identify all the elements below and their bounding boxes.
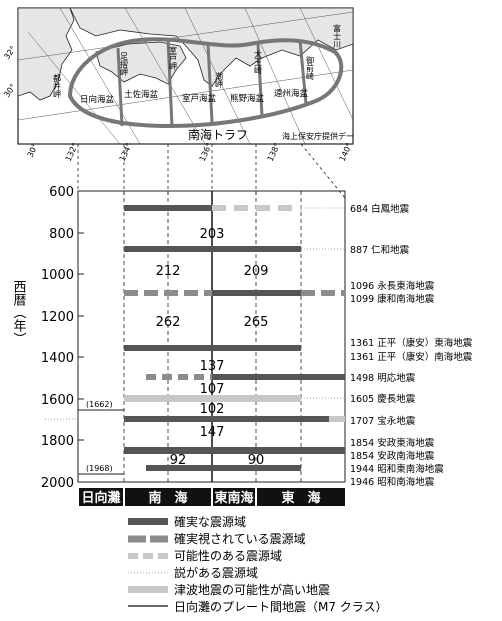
- legend-label-dotted: 説がある震源域: [174, 565, 258, 580]
- lat-label-30-bottom: 30°: [26, 142, 40, 159]
- cape-label-toi: 都井岬: [53, 74, 62, 99]
- zone-headers: 日向灘 南 海 東南海 東 海: [79, 488, 345, 506]
- cape-label-daiozaki: 大王崎: [254, 49, 263, 74]
- bar-1605-tsunami: [124, 395, 301, 402]
- zone-box-tonankai: [213, 488, 255, 506]
- interval-203: 203: [200, 227, 225, 242]
- interval-147: 147: [200, 425, 225, 440]
- basin-label-muroto: 室戸海盆: [182, 93, 217, 104]
- hyuga-1662-label: (1662): [86, 400, 113, 409]
- bar-887-solid: [124, 246, 301, 252]
- interval-137: 137: [200, 359, 225, 374]
- y-tick-1000: 1000: [41, 268, 74, 283]
- lon-label-138: 138°: [266, 142, 282, 163]
- bar-1707-possible: [329, 416, 345, 422]
- zone-box-tokai: [257, 488, 345, 506]
- basin-label-enshu: 遠州海盆: [274, 88, 309, 99]
- cape-label-omaezaki: 御前崎: [306, 55, 315, 80]
- earthquake-labels: 684 白鳳地震 887 仁和地震 1096 永長東海地震 1099 康和南海地…: [350, 203, 473, 488]
- map-panel: 南海トラフ 海上保安庁提供データを使用 日向海盆 土佐海盆 室戸海盆 熊野海盆 …: [2, 7, 386, 163]
- legend-label-long-dash: 確実視されている震源域: [174, 531, 306, 546]
- hyuga-1968-label: (1968): [86, 464, 113, 473]
- eq-label-1099: 1099 康和南海地震: [350, 293, 435, 305]
- basin-label-hyuga: 日向海盆: [80, 94, 115, 105]
- bar-1361-solid: [124, 345, 301, 351]
- eq-label-1096: 1096 永長東海地震: [350, 280, 435, 292]
- honshu-land: [69, 8, 353, 87]
- hyuga-events: (1662) (1968): [45, 400, 124, 475]
- zone-box-nankai: [125, 488, 211, 506]
- lat-label-32: 32°: [2, 44, 18, 61]
- lon-label-140: 140°: [338, 142, 354, 163]
- map-chart-connectors: [77, 143, 346, 199]
- segment-boundaries: [116, 39, 308, 127]
- zone-label-nankai: 南 海: [148, 490, 187, 506]
- interval-90: 90: [248, 453, 265, 468]
- source-region-outline: [67, 37, 344, 129]
- zone-label-tokai: 東 海: [281, 490, 320, 506]
- y-tick-1800: 1800: [41, 434, 74, 449]
- timeline-chart: 600 800 1000 1200 1400 1600 1800 2000 西暦…: [11, 185, 473, 506]
- interval-265: 265: [244, 315, 269, 330]
- eq-label-1854-nankai: 1854 安政南海地震: [350, 450, 435, 462]
- y-axis-title: 西暦（年）: [11, 280, 27, 345]
- lon-label-134: 134°: [118, 142, 134, 163]
- rupture-bars: [124, 205, 345, 471]
- lon-label-136: 136°: [198, 142, 214, 163]
- cape-label-ashizuri: 足摺岬: [120, 52, 129, 77]
- y-tick-600: 600: [49, 185, 74, 200]
- y-tick-1600: 1600: [41, 393, 74, 408]
- zone-label-hyuga: 日向灘: [81, 490, 120, 506]
- legend-swatch-solid: [128, 518, 168, 525]
- bar-1096-solid: [212, 290, 301, 296]
- lon-label-132: 132°: [64, 142, 80, 163]
- eq-label-1361-tokai: 1361 正平（康安）東海地震: [350, 337, 473, 349]
- cape-label-shionomisaki: 潮岬: [215, 71, 224, 89]
- zone-label-tonankai: 東南海: [214, 490, 253, 506]
- interval-209: 209: [244, 264, 269, 279]
- basin-label-tosa: 土佐海盆: [124, 89, 159, 100]
- y-tick-800: 800: [49, 227, 74, 242]
- bar-1707-solid: [124, 416, 329, 422]
- eq-label-684: 684 白鳳地震: [350, 203, 410, 215]
- y-axis: 600 800 1000 1200 1400 1600 1800 2000 西暦…: [11, 185, 84, 491]
- bar-1498-solid: [212, 374, 345, 380]
- map-graticule: [18, 8, 353, 144]
- basin-label-kumano: 熊野海盆: [230, 93, 265, 104]
- legend-swatch-light: [128, 586, 168, 593]
- interval-262: 262: [156, 315, 181, 330]
- legend-label-short-dash: 可能性のある震源域: [174, 549, 282, 563]
- eq-label-1361-nankai: 1361 正平（康安）南海地震: [350, 351, 473, 363]
- bar-1944-1946-solid: [146, 465, 301, 471]
- interval-102: 102: [200, 402, 225, 417]
- legend-label-light: 津波地震の可能性が高い地震: [174, 582, 330, 597]
- legend-label-solid: 確実な震源域: [174, 514, 246, 529]
- interval-212: 212: [156, 264, 181, 279]
- credit-label: 海上保安庁提供データを使用: [282, 131, 386, 141]
- eq-label-1605: 1605 慶長地震: [350, 393, 416, 405]
- legend-label-thin: 日向灘のプレート間地震（M7 クラス）: [174, 599, 388, 614]
- river-label-fuji: 富士川: [333, 23, 342, 48]
- eq-label-1946: 1946 昭和南海地震: [350, 476, 435, 488]
- interval-92: 92: [170, 453, 187, 468]
- eq-label-1944: 1944 昭和東南海地震: [350, 463, 444, 475]
- eq-label-1707: 1707 宝永地震: [350, 415, 416, 427]
- y-tick-1400: 1400: [41, 351, 74, 366]
- eq-label-1498: 1498 明応地震: [350, 372, 416, 384]
- legend: 確実な震源域 確実視されている震源域 可能性のある震源域 説がある震源域 津波地…: [128, 514, 388, 614]
- cape-label-muroto: 室戸岬: [169, 45, 178, 71]
- trough-label: 南海トラフ: [188, 127, 248, 142]
- lat-label-30: 30°: [2, 82, 18, 99]
- interval-107: 107: [200, 382, 225, 397]
- interval-labels: 203 212 209 262 265 137 107 102 147 92 9…: [156, 227, 269, 468]
- bar-1854-solid: [124, 447, 345, 454]
- bar-684-solid: [124, 205, 212, 211]
- eq-label-887: 887 仁和地震: [350, 244, 410, 256]
- y-tick-1200: 1200: [41, 310, 74, 325]
- eq-label-1854-tokai: 1854 安政東海地震: [350, 437, 435, 449]
- y-tick-2000: 2000: [41, 476, 74, 491]
- zone-box-hyuga: [79, 488, 123, 506]
